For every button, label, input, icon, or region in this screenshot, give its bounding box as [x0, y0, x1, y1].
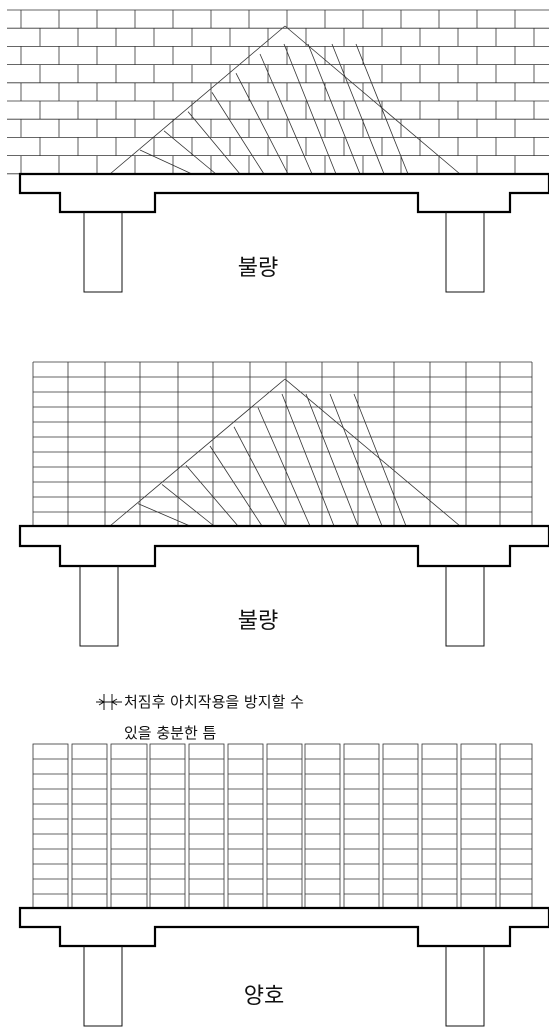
crack-hatch-line — [211, 92, 265, 175]
crack-hatch-line — [137, 503, 191, 527]
verdict-label-good: 양호 — [244, 984, 284, 1009]
support-column-right — [445, 566, 485, 647]
crack-hatch-line — [161, 484, 215, 527]
support-column-left — [83, 946, 123, 1027]
crack-hatch-line — [209, 445, 263, 527]
block-column-outline — [460, 743, 497, 909]
block-column-outline — [32, 743, 69, 909]
block-column-outline — [304, 743, 341, 909]
block-column-outline — [421, 743, 458, 909]
support-column-right — [445, 212, 485, 293]
crack-hatch-line — [331, 43, 385, 175]
block-grid — [32, 361, 533, 526]
crack-hatch-line — [283, 43, 337, 175]
crack-hatch-line — [163, 130, 217, 175]
arch-crack-region — [109, 378, 461, 527]
verdict-label-poor-2: 불량 — [238, 609, 278, 634]
panel-block-grid: 불량 — [18, 361, 549, 647]
support-column-left — [83, 212, 123, 293]
block-column — [32, 743, 69, 909]
block-column-outline — [149, 743, 186, 909]
block-column — [499, 743, 533, 909]
crack-hatch-line — [329, 393, 383, 527]
support-column-right — [445, 946, 485, 1027]
block-column-outline — [71, 743, 108, 909]
block-column — [382, 743, 419, 909]
concrete-beam — [18, 172, 549, 214]
arch-hatch — [139, 43, 409, 175]
brick-courses — [7, 9, 549, 192]
crack-hatch-line — [355, 43, 409, 175]
block-column — [188, 743, 225, 909]
block-columns — [32, 743, 533, 909]
block-column — [227, 743, 264, 909]
support-column-left — [79, 566, 119, 647]
block-column — [149, 743, 186, 909]
block-column — [266, 743, 303, 909]
block-column — [110, 743, 148, 909]
block-column — [71, 743, 108, 909]
panel-separated-columns: 처짐후 아치작용을 방지할 수 있을 충분한 틈 양호 — [18, 693, 549, 1027]
block-column — [343, 743, 380, 909]
arch-crack-region — [109, 25, 461, 175]
panel-brick-running-bond: 불량 — [7, 9, 549, 293]
crack-hatch-line — [305, 393, 359, 527]
block-column — [304, 743, 341, 909]
crack-hatch-line — [353, 393, 407, 527]
crack-hatch-line — [187, 111, 241, 175]
gap-note-line-1: 처짐후 아치작용을 방지할 수 — [124, 693, 304, 711]
crack-hatch-line — [233, 426, 287, 527]
block-column-outline — [499, 743, 533, 909]
block-column — [421, 743, 458, 909]
crack-hatch-line — [257, 407, 311, 527]
concrete-beam — [18, 524, 549, 568]
block-column-outline — [227, 743, 264, 909]
gap-dimension-marker — [96, 694, 122, 710]
block-column-outline — [343, 743, 380, 909]
crack-hatch-line — [235, 73, 289, 175]
crack-hatch-line — [307, 43, 361, 175]
crack-hatch-line — [259, 53, 313, 175]
block-column-outline — [188, 743, 225, 909]
block-column-outline — [266, 743, 303, 909]
gap-note-line-2: 있을 충분한 틈 — [124, 724, 216, 742]
crack-hatch-line — [281, 393, 335, 527]
arch-hatch — [137, 393, 407, 527]
concrete-beam — [18, 906, 549, 948]
block-column — [460, 743, 497, 909]
crack-hatch-line — [139, 149, 193, 175]
crack-hatch-line — [185, 464, 239, 527]
block-column-outline — [382, 743, 419, 909]
verdict-label-poor-1: 불량 — [238, 256, 278, 281]
block-column-outline — [110, 743, 148, 909]
